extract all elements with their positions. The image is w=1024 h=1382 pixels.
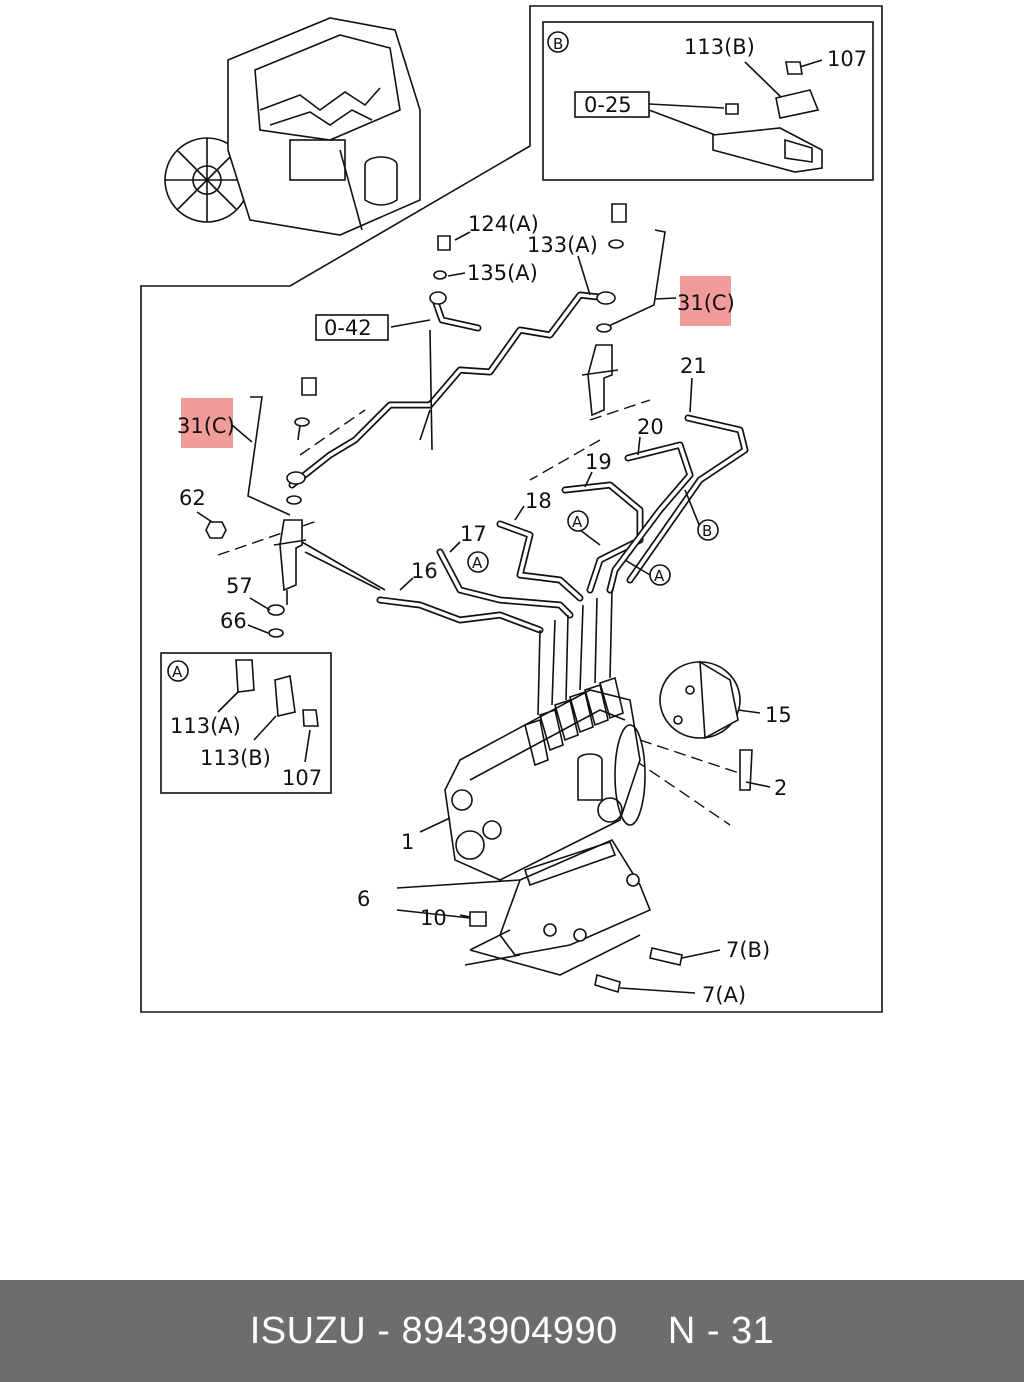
inset-a-tag: A <box>172 663 183 681</box>
small-parts-left <box>205 521 285 638</box>
footer-part-number: ISUZU - 8943904990 <box>249 1309 618 1352</box>
inset-a-label-107: 107 <box>282 766 322 790</box>
footer-page-ref: N - 31 <box>667 1309 775 1352</box>
label-7a: 7(A) <box>702 983 746 1007</box>
callout-a3-circle <box>649 564 671 586</box>
label-135a: 135(A) <box>467 261 538 285</box>
inset-b-ref-025: 0-25 <box>584 93 632 117</box>
footer-bar: ISUZU - 8943904990 N - 31 <box>0 1280 1024 1382</box>
callout-a1: A <box>572 513 583 531</box>
main-frame <box>140 5 883 1013</box>
label-1: 1 <box>401 830 414 854</box>
inset-b-label-113b: 113(B) <box>684 35 755 59</box>
callout-b: B <box>702 522 712 540</box>
inset-a-label-113a: 113(A) <box>170 714 241 738</box>
label-7b: 7(B) <box>726 938 770 962</box>
callout-a1-circle <box>567 510 589 532</box>
label-10: 10 <box>420 906 447 930</box>
label-31c-left: 31(C) <box>177 414 235 438</box>
highlight-31c-right <box>680 276 731 326</box>
label-6: 6 <box>357 887 370 911</box>
label-16: 16 <box>411 559 438 583</box>
label-62: 62 <box>179 486 206 510</box>
label-66: 66 <box>220 609 247 633</box>
engine-overview-illustration <box>164 17 421 236</box>
inset-b-label-107: 107 <box>827 47 867 71</box>
injection-pump <box>444 589 646 881</box>
inset-b-tag: B <box>553 35 563 53</box>
callout-a3: A <box>654 567 665 585</box>
bracket-assembly <box>464 838 683 994</box>
label-21: 21 <box>680 354 707 378</box>
inset-a: A 113(A) 113(B) 107 <box>160 652 332 794</box>
callout-a2-circle <box>467 551 489 573</box>
highlight-31c-left <box>181 398 233 448</box>
inset-a-label-113b: 113(B) <box>200 746 271 770</box>
label-124a: 124(A) <box>468 212 539 236</box>
label-18: 18 <box>525 489 552 513</box>
label-15: 15 <box>765 703 792 727</box>
leader-lines <box>196 231 771 994</box>
inset-b-tag-circle <box>547 31 569 53</box>
label-ref-042: 0-42 <box>324 316 372 340</box>
timer-part-15 <box>659 660 741 740</box>
inset-b: B 113(B) 107 0-25 <box>542 21 874 181</box>
injection-pipes <box>288 291 749 634</box>
ref-box-042 <box>315 314 389 341</box>
assembly-lines <box>217 229 746 826</box>
callout-a2: A <box>472 554 483 572</box>
label-31c-right: 31(C) <box>677 291 735 315</box>
label-19: 19 <box>585 450 612 474</box>
label-133a: 133(A) <box>527 233 598 257</box>
fuel-injection-diagram: B 113(B) 107 0-25 <box>140 5 883 1013</box>
callout-b-circle <box>697 519 719 541</box>
label-57: 57 <box>226 574 253 598</box>
injector-right <box>429 203 627 417</box>
bolt-2 <box>739 749 753 791</box>
label-20: 20 <box>637 415 664 439</box>
injector-left <box>273 377 317 605</box>
label-17: 17 <box>460 522 487 546</box>
label-2: 2 <box>774 776 787 800</box>
